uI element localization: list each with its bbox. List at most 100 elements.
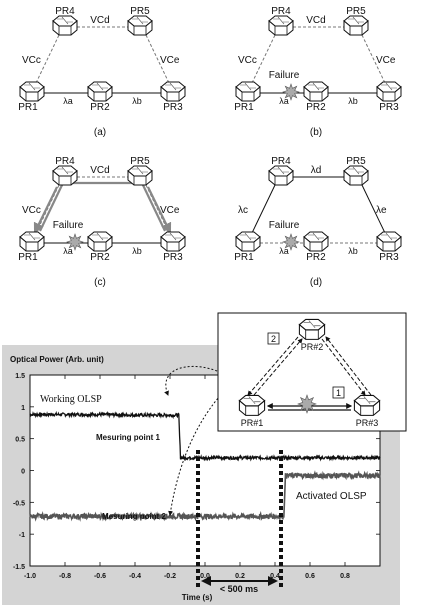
x-tick-label: 0.0 bbox=[200, 573, 210, 580]
label-pr1: PR1 bbox=[234, 252, 254, 263]
link-label-bottom-b: λb bbox=[132, 246, 142, 256]
link-label-right: VCe bbox=[160, 55, 180, 66]
series-activated-olsp bbox=[29, 470, 381, 522]
link-label-bottom-a: λa bbox=[63, 96, 73, 106]
x-tick-label: 0.2 bbox=[235, 573, 245, 580]
reroute-arrow-left bbox=[33, 186, 58, 234]
link-label-left: VCc bbox=[22, 55, 41, 66]
router-pr1 bbox=[19, 81, 45, 102]
router-pr3 bbox=[160, 231, 186, 252]
router-pr1 bbox=[235, 81, 261, 102]
inset-failure-icon bbox=[297, 394, 317, 414]
measuring-point-1-label: Mesuring point 1 bbox=[96, 433, 161, 442]
router-pr2 bbox=[303, 81, 329, 102]
data-point bbox=[169, 414, 171, 416]
data-point bbox=[134, 414, 136, 416]
data-point bbox=[29, 515, 31, 517]
link-label-top: VCd bbox=[90, 15, 109, 26]
y-tick-label: 1 bbox=[21, 405, 25, 412]
measuring-point-2-label: Mesuring point 2 bbox=[102, 512, 167, 521]
y-tick-label: -1 bbox=[19, 532, 25, 539]
link-label-bottom-a: λa bbox=[279, 96, 289, 106]
router-pr1 bbox=[235, 231, 261, 252]
link-label-left: λc bbox=[238, 205, 248, 216]
label-pr5: PR5 bbox=[130, 6, 150, 17]
label-pr4: PR4 bbox=[55, 156, 75, 167]
label-pr1: PR1 bbox=[18, 252, 38, 263]
label-pr4: PR4 bbox=[271, 156, 291, 167]
marker-2-box bbox=[267, 332, 280, 345]
y-tick-label: -0.5 bbox=[13, 500, 25, 507]
router-pr5 bbox=[127, 165, 153, 186]
label-pr2: PR2 bbox=[306, 252, 326, 263]
label-pr4: PR4 bbox=[271, 6, 291, 17]
data-point bbox=[204, 457, 206, 459]
link-left bbox=[35, 34, 60, 84]
label-pr1: PR1 bbox=[234, 102, 254, 113]
working-olsp-label: Working OLSP bbox=[40, 394, 102, 405]
inset-router-pr3 bbox=[353, 394, 381, 416]
data-point bbox=[169, 515, 171, 517]
y-tick-label: 1.5 bbox=[15, 373, 25, 380]
router-pr1 bbox=[19, 231, 45, 252]
label-pr1: PR1 bbox=[18, 102, 38, 113]
label-pr4: PR4 bbox=[55, 6, 75, 17]
link-left bbox=[251, 34, 276, 84]
failure-label: Failure bbox=[269, 220, 300, 231]
router-pr4 bbox=[268, 165, 294, 186]
inset-label-pr1: PR#1 bbox=[241, 418, 264, 428]
series-line bbox=[29, 470, 381, 522]
failure-label: Failure bbox=[53, 220, 84, 231]
inset-path-up-right bbox=[325, 336, 372, 396]
label-pr3: PR3 bbox=[379, 102, 399, 113]
link-label-right: VCe bbox=[160, 205, 180, 216]
x-tick-label: -1.0 bbox=[24, 573, 36, 580]
data-point bbox=[309, 457, 311, 459]
x-tick-label: 0.4 bbox=[270, 573, 280, 580]
router-pr2 bbox=[303, 231, 329, 252]
label-pr2: PR2 bbox=[306, 102, 326, 113]
data-point bbox=[178, 414, 180, 416]
inset-label-pr2: PR#2 bbox=[301, 342, 324, 352]
marker-2-label: 2 bbox=[271, 334, 276, 344]
inset-path-up-left bbox=[253, 338, 303, 396]
inset-path-down-left bbox=[247, 336, 299, 396]
router-pr3 bbox=[160, 81, 186, 102]
marker-1-box bbox=[332, 386, 345, 399]
x-tick-label: -0.2 bbox=[164, 573, 176, 580]
label-pr5: PR5 bbox=[346, 156, 366, 167]
x-tick-label: -0.8 bbox=[59, 573, 71, 580]
router-pr5 bbox=[343, 165, 369, 186]
link-label-bottom-a: λa bbox=[63, 246, 73, 256]
failure-label: Failure bbox=[269, 70, 300, 81]
link-right bbox=[361, 184, 386, 234]
link-label-bottom-a: λa bbox=[279, 246, 289, 256]
marker-1-label: 1 bbox=[336, 388, 341, 398]
link-label-right: λe bbox=[376, 205, 387, 216]
data-point bbox=[99, 515, 101, 517]
data-point bbox=[274, 457, 276, 459]
router-pr5 bbox=[343, 15, 369, 36]
link-right bbox=[145, 34, 170, 84]
data-point bbox=[134, 515, 136, 517]
panel-caption: (b) bbox=[310, 127, 322, 138]
data-point bbox=[284, 474, 287, 477]
data-point bbox=[204, 515, 206, 517]
series-line bbox=[29, 410, 381, 462]
failure-icon bbox=[66, 233, 84, 251]
link-label-right: VCe bbox=[376, 55, 396, 66]
link-label-top: VCd bbox=[306, 15, 325, 26]
data-point bbox=[239, 515, 241, 517]
link-label-left: VCc bbox=[238, 55, 257, 66]
y-tick-label: 0.5 bbox=[15, 437, 25, 444]
inset-router-pr2 bbox=[298, 318, 326, 340]
link-label-left: VCc bbox=[22, 205, 41, 216]
data-point bbox=[239, 457, 241, 459]
router-pr3 bbox=[376, 231, 402, 252]
data-point bbox=[309, 474, 311, 477]
